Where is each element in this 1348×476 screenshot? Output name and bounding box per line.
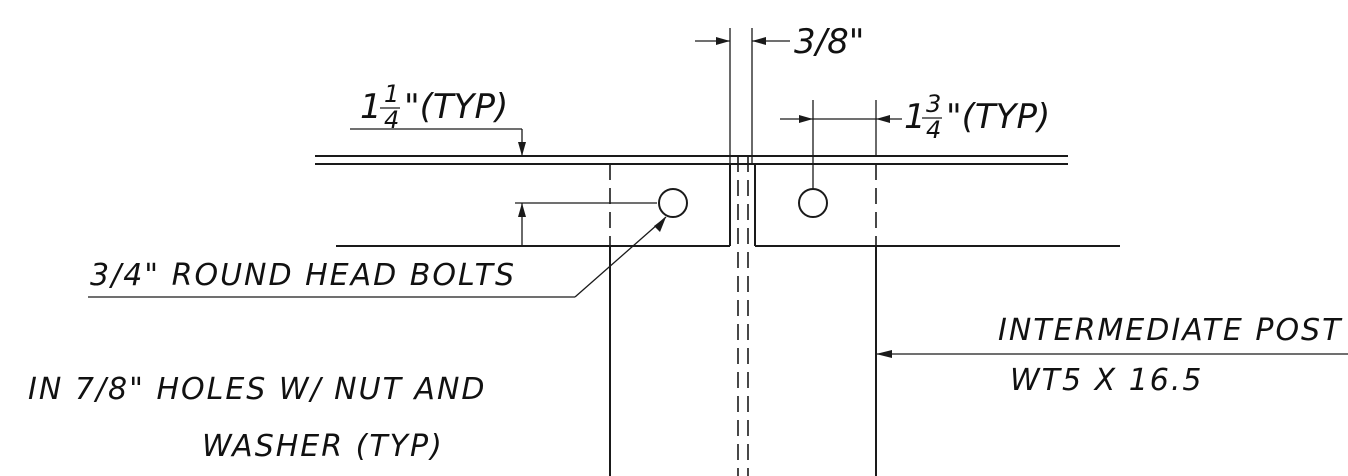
edge-distance-denominator: 4: [384, 106, 399, 134]
gap-dimension: 3/8": [695, 22, 864, 62]
edge-distance-whole: 1: [360, 87, 382, 127]
bolt-note-leader: [88, 216, 667, 298]
bolt-note-line-1: 3/4" ROUND HEAD BOLTS: [90, 258, 516, 293]
splice-joint: [729, 28, 756, 476]
gap-dimension-label: 3/8": [794, 22, 864, 62]
post-note-line-2: WT5 X 16.5: [1010, 363, 1204, 398]
top-rail-plate: [315, 155, 1068, 165]
edge-distance-dimension: 1 1 4 "(TYP): [350, 80, 657, 246]
bolt-note-line-3: WASHER (TYP): [202, 429, 444, 464]
bolt-hole-right: [798, 188, 828, 218]
bolt-distance-numerator: 3: [926, 90, 941, 118]
intermediate-post: [609, 100, 877, 476]
bolt-distance-whole: 1: [904, 97, 926, 137]
post-note-line-1: INTERMEDIATE POST: [998, 313, 1343, 348]
post-note-leader: [876, 350, 1348, 358]
bolt-distance-dimension: 1 3 4 "(TYP): [780, 90, 1050, 144]
bolt-distance-denominator: 4: [926, 116, 941, 144]
edge-distance-suffix: "(TYP): [404, 87, 508, 127]
bolt-hole-left: [658, 188, 688, 218]
edge-distance-numerator: 1: [384, 80, 399, 108]
bolt-distance-suffix: "(TYP): [946, 97, 1050, 137]
bolt-note-line-2: IN 7/8" HOLES W/ NUT AND: [28, 372, 487, 407]
